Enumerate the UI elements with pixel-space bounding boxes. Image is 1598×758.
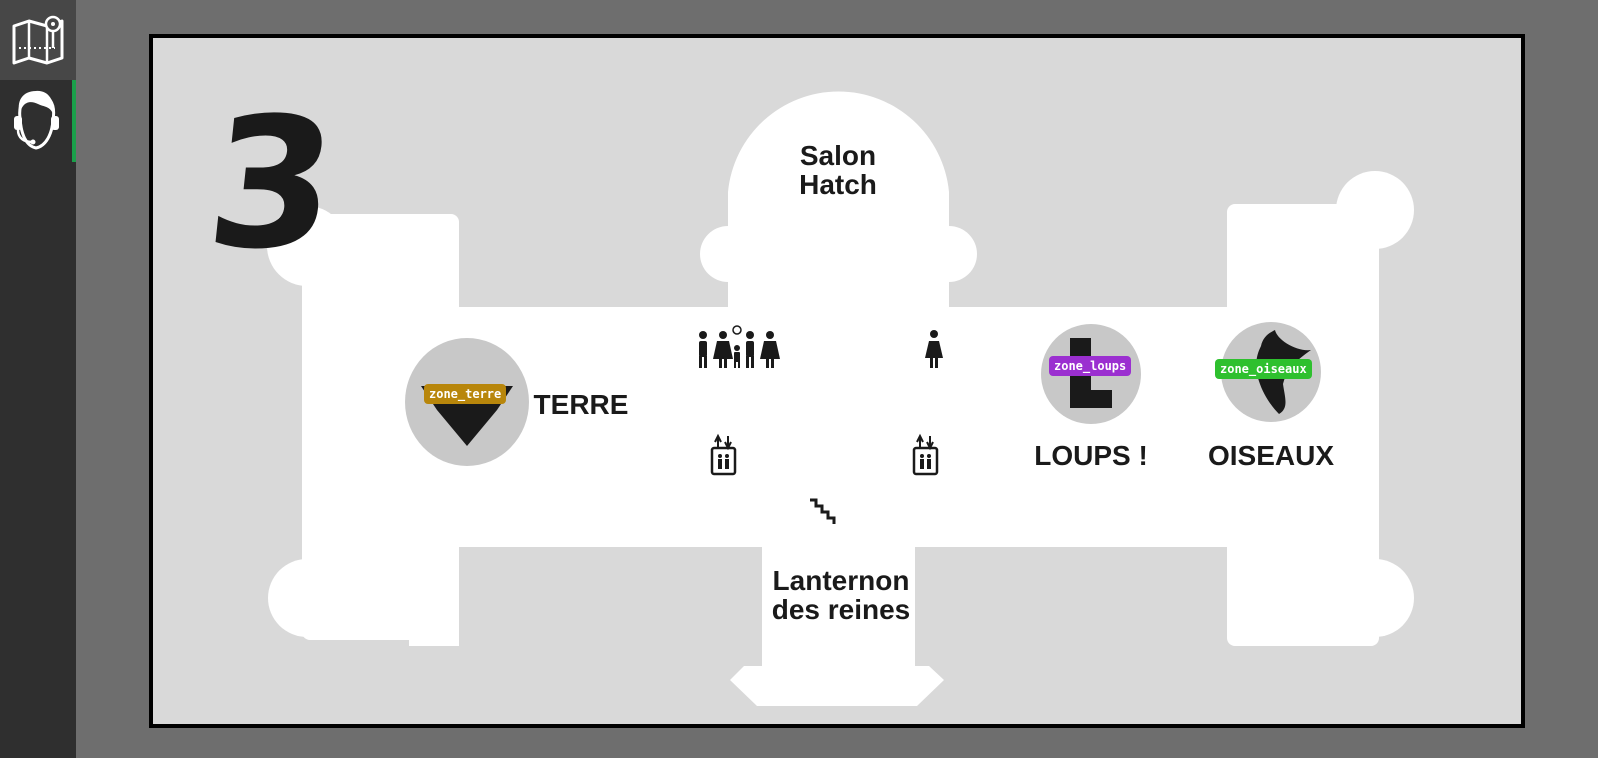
floor-number: 3 [199, 78, 346, 288]
room-lanternon-line2: des reines [772, 594, 911, 625]
room-salon-hatch-line1: Salon [800, 140, 876, 171]
room-salon-hatch-line2: Hatch [799, 169, 877, 200]
zone-oiseaux-badge[interactable]: zone_oiseaux [1215, 359, 1312, 379]
family-restroom-icon [699, 325, 780, 368]
elevator-icon [912, 433, 939, 476]
zone-terre-label: TERRE [534, 389, 629, 420]
floor-map: 3 Salon Hatch Lanternon des reines TERRE… [153, 38, 1521, 724]
zone-terre-badge[interactable]: zone_terre [424, 384, 507, 404]
zone-loups-badge[interactable]: zone_loups [1049, 356, 1132, 376]
map-frame: 3 Salon Hatch Lanternon des reines TERRE… [149, 34, 1525, 728]
map-icon [12, 15, 64, 65]
stairs-icon [810, 498, 836, 524]
support-agent-icon [14, 90, 59, 150]
sidebar [0, 0, 76, 758]
elevator-icon [710, 433, 737, 476]
womens-restroom-icon [925, 330, 943, 368]
zone-loups-label: LOUPS ! [1034, 440, 1148, 471]
zone-oiseaux-label: OISEAUX [1208, 440, 1334, 471]
map-button[interactable] [0, 0, 76, 80]
floor-plan [267, 91, 1414, 706]
room-lanternon-line1: Lanternon [773, 565, 910, 596]
support-button[interactable] [0, 80, 76, 162]
